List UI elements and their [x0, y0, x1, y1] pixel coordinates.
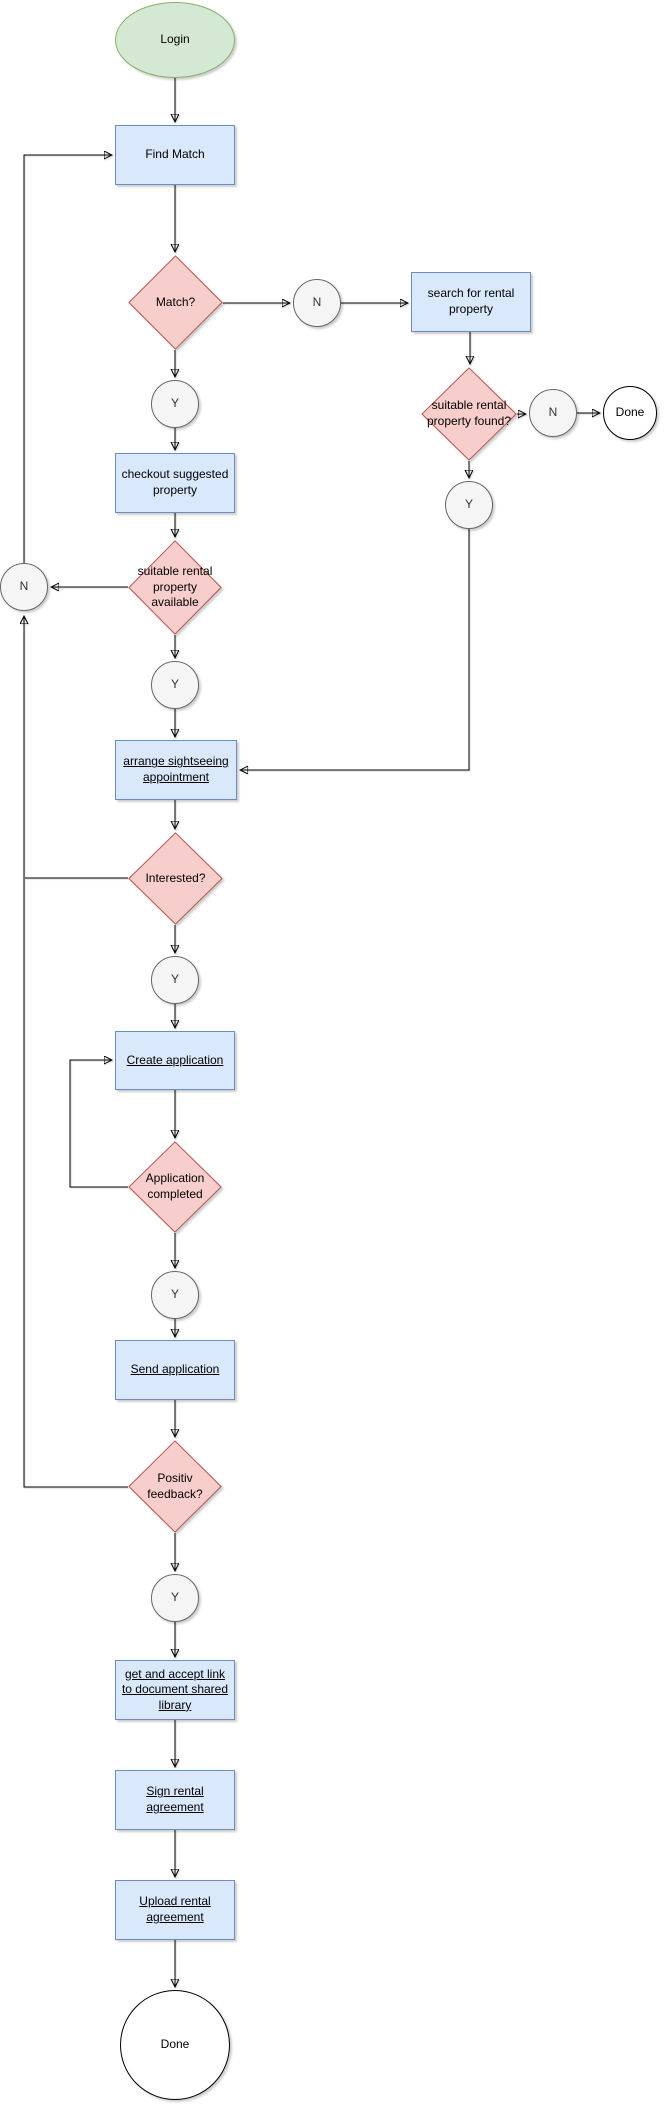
circle-feedback-yes: Y [151, 1574, 199, 1622]
node-send-application[interactable]: Send application [115, 1340, 235, 1400]
diamond-shape-icon [128, 1141, 222, 1233]
circle-match-no: N [293, 279, 341, 327]
decision-suitable-found: suitable rental property found? [421, 367, 517, 461]
decision-application-completed-label: Application completed [145, 1171, 205, 1201]
node-sign-agreement[interactable]: Sign rental agreement [115, 1770, 235, 1830]
circle-found-no: N [529, 389, 577, 437]
diamond-shape-icon [128, 255, 223, 350]
node-find-match: Find Match [115, 125, 235, 185]
diamond-shape-icon [128, 540, 222, 635]
edge-no-merge-to-n [24, 616, 128, 1488]
circle-found-yes: Y [445, 481, 493, 529]
node-arrange-appointment-label: arrange sightseeing appointment [123, 754, 229, 784]
circle-interested-yes-label: Y [170, 972, 179, 987]
diamond-shape-icon [421, 367, 517, 461]
circle-application-yes: Y [151, 1271, 199, 1319]
diamond-shape-icon [128, 1440, 222, 1533]
diamond-shape-icon [128, 832, 223, 925]
decision-match-label: Match? [155, 294, 196, 309]
circle-match-yes: Y [151, 380, 199, 428]
circle-match-no-label: N [312, 295, 322, 310]
node-done-end: Done [120, 1990, 230, 2100]
node-create-application[interactable]: Create application [115, 1031, 235, 1090]
node-find-match-label: Find Match [145, 147, 205, 162]
node-search-rental: search for rental property [411, 272, 531, 332]
decision-suitable-found-label: suitable rental property found? [426, 398, 512, 428]
circle-available-no-label: N [19, 579, 29, 594]
circle-interested-yes: Y [151, 956, 199, 1004]
node-send-application-label: Send application [130, 1362, 220, 1377]
decision-suitable-available-label: suitable rental property available [137, 564, 213, 610]
decision-suitable-available: suitable rental property available [128, 540, 222, 635]
circle-application-yes-label: Y [170, 1287, 179, 1302]
circle-feedback-yes-label: Y [170, 1590, 179, 1605]
circle-found-no-label: N [548, 405, 558, 420]
decision-interested: Interested? [128, 832, 223, 925]
node-arrange-appointment[interactable]: arrange sightseeing appointment [115, 740, 237, 800]
node-done-end-label: Done [160, 2037, 190, 2052]
node-login-start: Login [115, 2, 235, 78]
circle-available-yes: Y [151, 661, 199, 709]
decision-application-completed: Application completed [128, 1141, 222, 1233]
node-create-application-label: Create application [126, 1052, 224, 1067]
decision-positiv-feedback: Positiv feedback? [128, 1440, 222, 1533]
circle-found-yes-label: Y [464, 497, 473, 512]
circle-available-yes-label: Y [170, 677, 179, 692]
node-done-right: Done [603, 386, 657, 440]
node-checkout-property: checkout suggested property [115, 453, 235, 513]
decision-match: Match? [128, 255, 223, 350]
edge-foundyes-to-arrange [240, 529, 470, 770]
node-login-label: Login [160, 32, 190, 47]
node-search-rental-label: search for rental property [427, 286, 515, 316]
circle-match-yes-label: Y [170, 396, 179, 411]
circle-available-no: N [0, 563, 48, 611]
node-upload-agreement[interactable]: Upload rental agreement [115, 1880, 235, 1940]
node-checkout-property-label: checkout suggested property [121, 467, 229, 497]
node-get-accept-link[interactable]: get and accept link to document shared l… [115, 1660, 235, 1720]
edge-completed-loop-to-create [69, 1060, 128, 1188]
node-upload-agreement-label: Upload rental agreement [139, 1894, 211, 1924]
node-sign-agreement-label: Sign rental agreement [146, 1784, 204, 1814]
node-done-right-label: Done [615, 405, 645, 420]
node-get-accept-link-label: get and accept link to document shared l… [121, 1666, 229, 1712]
edge-loop-to-findmatch [23, 155, 112, 563]
decision-positiv-feedback-label: Positiv feedback? [147, 1470, 203, 1501]
decision-interested-label: Interested? [145, 870, 206, 885]
